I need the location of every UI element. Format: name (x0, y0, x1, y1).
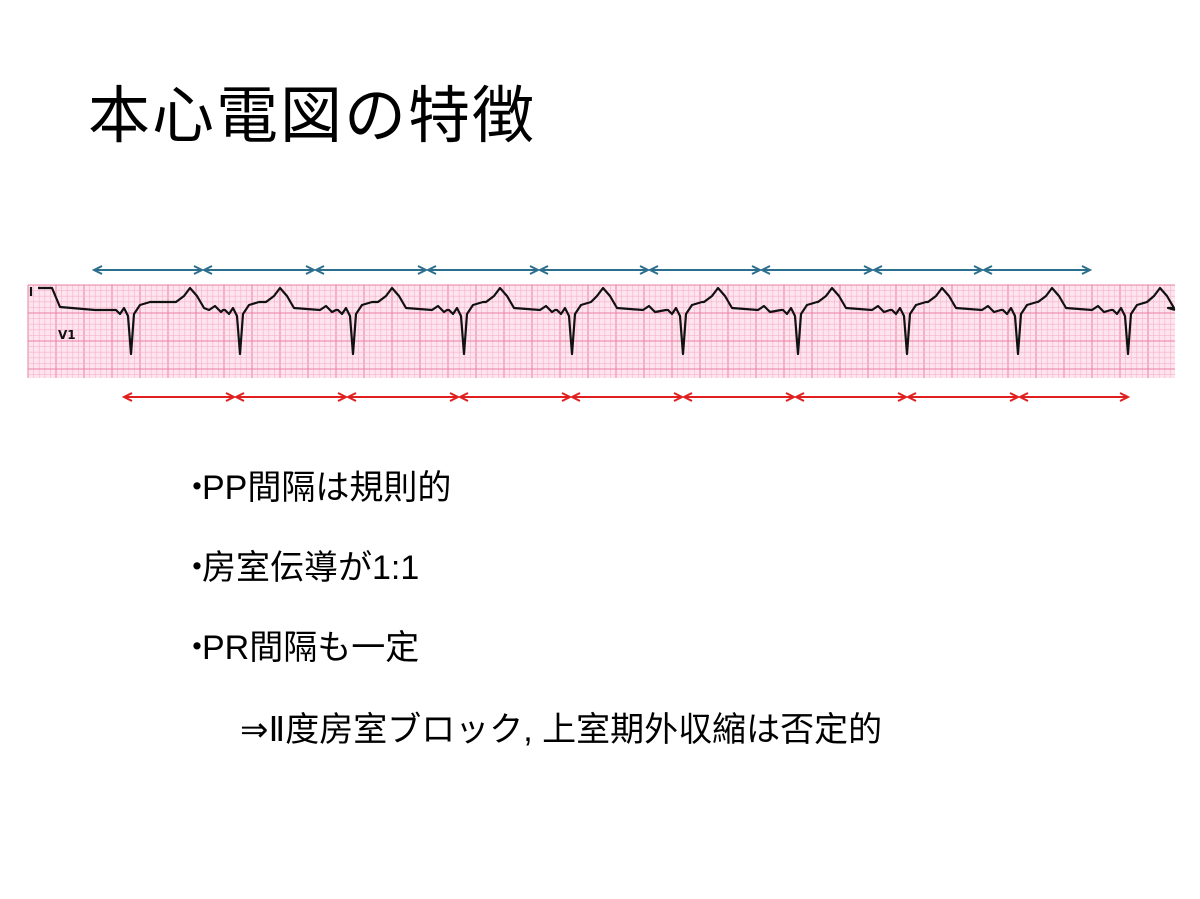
lead-label: V1 (58, 328, 76, 342)
pp-arrow (647, 265, 763, 275)
bullet-text: PP間隔は規則的 (202, 469, 452, 507)
ecg-strip: V1 (27, 284, 1176, 378)
conclusion-text: ⇒Ⅱ度房室ブロック, 上室期外収縮は否定的 (240, 711, 883, 749)
pp-arrow (537, 265, 651, 275)
ecg-grid (27, 284, 1175, 378)
pp-arrow (91, 265, 205, 275)
rr-arrow (1017, 392, 1131, 402)
bullet-marker: ・ (180, 469, 214, 507)
bullet-marker: ・ (180, 629, 214, 667)
rr-arrow (345, 392, 461, 402)
pp-arrow (981, 265, 1093, 275)
pp-arrow (871, 265, 985, 275)
pp-arrow (313, 265, 429, 275)
rr-arrow (793, 392, 909, 402)
bullet-text: 房室伝導が1:1 (202, 549, 420, 587)
ecg-paper (28, 285, 1175, 378)
rr-arrow (905, 392, 1021, 402)
rr-interval-arrows (121, 392, 1131, 402)
rr-arrow (569, 392, 685, 402)
rr-arrow (457, 392, 573, 402)
ecg-figure: V1 (27, 265, 1176, 402)
rr-arrow (233, 392, 349, 402)
bullet-item: ・房室伝導が1:1 (180, 546, 419, 590)
pp-arrow (759, 265, 875, 275)
ecg-trace (29, 286, 1176, 356)
pp-arrow (425, 265, 541, 275)
pp-arrow (201, 265, 317, 275)
bullet-item: ・PP間隔は規則的 (180, 466, 451, 510)
rr-arrow (681, 392, 797, 402)
rr-arrow (121, 392, 237, 402)
slide-title: 本心電図の特徴 (88, 79, 537, 152)
bullet-marker: ・ (180, 549, 214, 587)
bullet-text: PR間隔も一定 (202, 629, 420, 667)
pp-interval-arrows (91, 265, 1093, 275)
bullet-item: ・PR間隔も一定 (180, 626, 419, 670)
